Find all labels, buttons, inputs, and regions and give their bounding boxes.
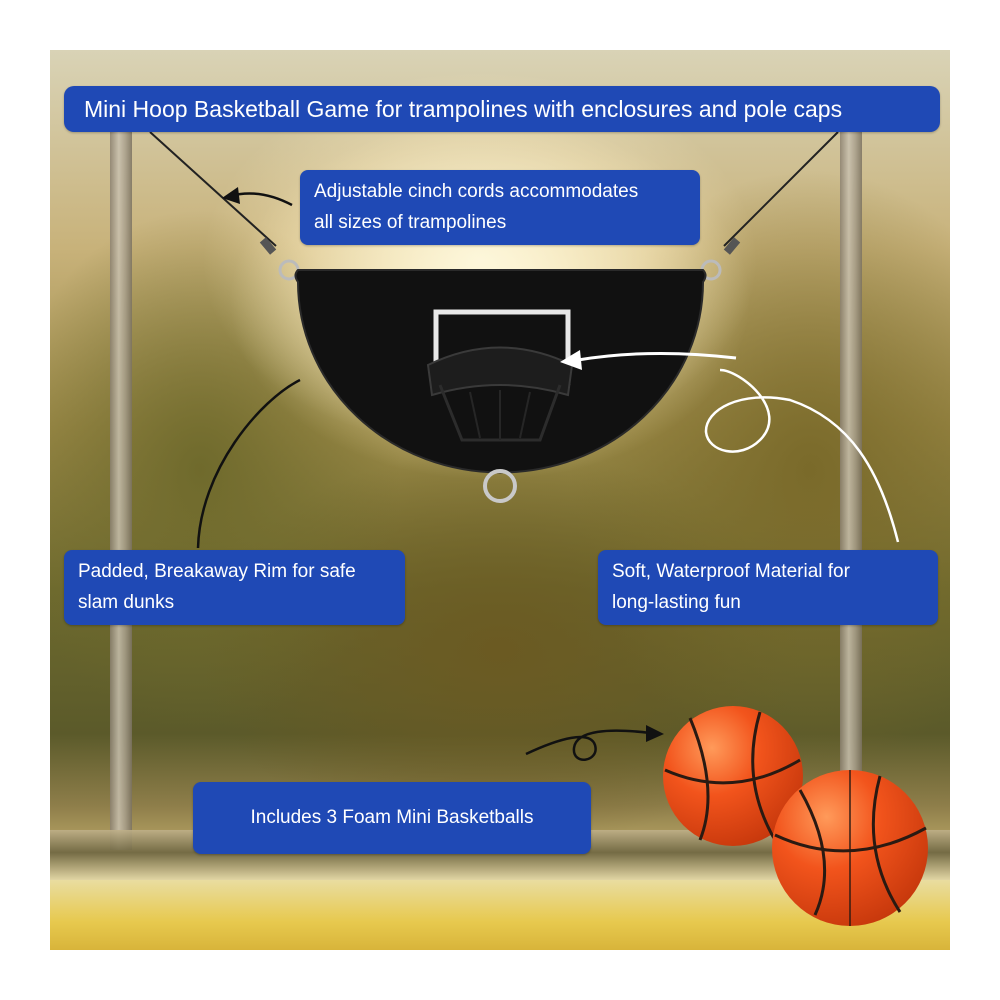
callout-foam-basketballs-text: Includes 3 Foam Mini Basketballs — [250, 807, 534, 828]
callout-cinch-cords: Adjustable cinch cords accommodates all … — [300, 170, 700, 245]
callout-breakaway-rim-line-1: Padded, Breakaway Rim for safe — [78, 561, 356, 582]
enclosure-pole-right — [840, 130, 862, 850]
swirl-line-to-material-icon — [704, 368, 900, 543]
padded-rim — [426, 346, 574, 442]
callout-breakaway-rim: Padded, Breakaway Rim for safe slam dunk… — [64, 550, 405, 625]
callout-foam-basketballs: Includes 3 Foam Mini Basketballs — [193, 782, 591, 854]
callout-cinch-cords-line-2: all sizes of trampolines — [314, 212, 507, 233]
product-title: Mini Hoop Basketball Game for trampoline… — [84, 96, 843, 122]
callout-cinch-cords-line-1: Adjustable cinch cords accommodates — [314, 181, 639, 202]
callout-waterproof-material-line-1: Soft, Waterproof Material for — [612, 561, 850, 582]
product-title-banner: Mini Hoop Basketball Game for trampoline… — [64, 86, 940, 132]
callout-waterproof-material-line-2: long-lasting fun — [612, 592, 741, 613]
arrow-to-cords-icon — [222, 187, 293, 207]
arrow-to-rim-icon — [560, 350, 737, 370]
enclosure-pole-left — [110, 130, 132, 850]
foam-basketball-back — [663, 706, 803, 846]
bottom-anchor-ring — [483, 469, 517, 503]
clip-left-icon — [259, 237, 300, 281]
callout-breakaway-rim-line-2: slam dunks — [78, 592, 175, 613]
clip-right-icon — [700, 237, 741, 281]
cinch-cord-right — [723, 131, 839, 247]
arrow-to-balls-icon — [525, 725, 664, 761]
line-to-rim-icon — [196, 378, 301, 549]
callout-waterproof-material: Soft, Waterproof Material for long-lasti… — [598, 550, 938, 625]
cinch-cord-left — [149, 131, 277, 247]
foam-basketball-front — [772, 770, 928, 926]
